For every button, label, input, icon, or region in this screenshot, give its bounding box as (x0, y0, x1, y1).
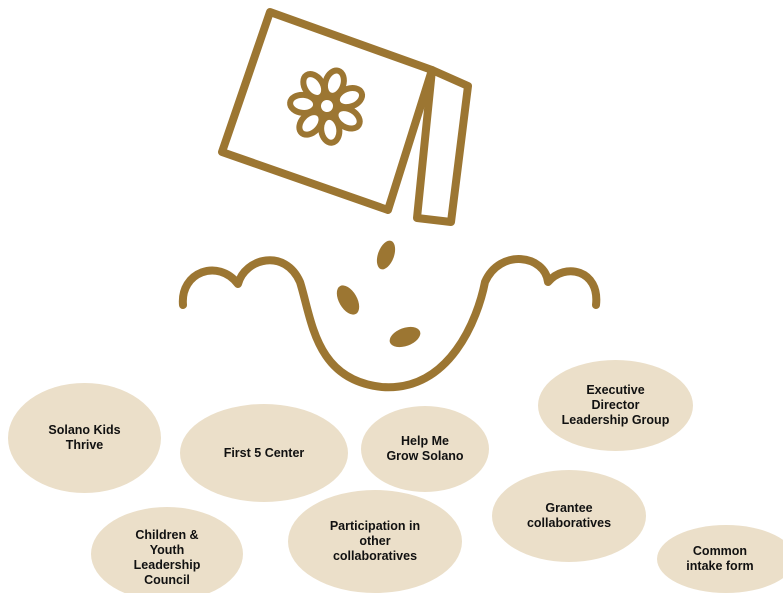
bubble-grantee-collaboratives: Grantee collaboratives (492, 470, 646, 562)
bubble-common-intake-form: Common intake form (657, 525, 783, 593)
bubble-label: Executive Director Leadership Group (561, 383, 670, 427)
bubble-label: Solano Kids Thrive (48, 423, 121, 452)
bubble-participation-collaboratives: Participation in other collaboratives (288, 490, 462, 593)
bubble-first-5-center: First 5 Center (180, 404, 348, 502)
seed-icon (376, 240, 396, 270)
seed-packet-icon (218, 8, 436, 214)
bubble-label: Common intake form (686, 544, 754, 573)
bubble-label: Children & Youth Leadership Council (133, 528, 201, 587)
seed-icon (389, 326, 421, 348)
bubble-children-youth-council: Children & Youth Leadership Council (91, 507, 243, 593)
bubble-label: Grantee collaboratives (526, 501, 612, 530)
bubble-label: Participation in other collaboratives (329, 519, 421, 563)
bubble-label: First 5 Center (223, 445, 305, 460)
soil-mound-icon (178, 255, 601, 392)
bubble-solano-kids-thrive: Solano Kids Thrive (8, 383, 161, 493)
packet-flap-icon (413, 66, 472, 226)
bubble-executive-director: Executive Director Leadership Group (538, 360, 693, 451)
flower-icon (287, 67, 366, 146)
seeds-icon (336, 240, 421, 348)
seed-icon (336, 285, 360, 315)
bubble-label: Help Me Grow Solano (386, 434, 464, 463)
bubble-help-me-grow: Help Me Grow Solano (361, 406, 489, 492)
